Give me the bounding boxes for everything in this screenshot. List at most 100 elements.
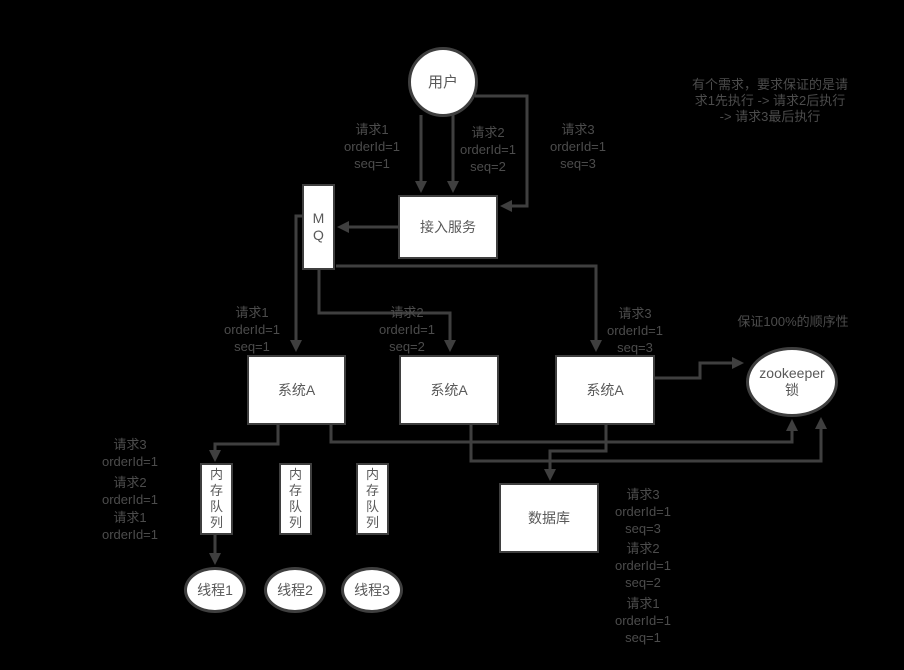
node-thread-2-label: 线程2 (277, 581, 313, 598)
label-line: orderId=1 (101, 492, 158, 507)
node-user-label: 用户 (427, 73, 458, 91)
label-line: seq=3 (625, 521, 661, 536)
node-thread-2: 线程2 (264, 567, 326, 613)
note-line: -> 请求3最后执行 (719, 109, 821, 124)
edge-label-request3-bottom: 请求3 orderId=1 seq=3 (573, 486, 713, 537)
node-zookeeper-label: zookeeper 锁 (759, 365, 824, 399)
node-memory-queue-3: 内存队列 (356, 463, 389, 535)
node-user: 用户 (408, 47, 478, 117)
node-system-a-1: 系统A (247, 355, 346, 425)
arrowhead-down-icon (444, 340, 456, 352)
node-thread-3: 线程3 (341, 567, 403, 613)
label-line: orderId=1 (101, 454, 158, 469)
edge-label-request3-mid: 请求3 orderId=1 seq=3 (565, 305, 705, 356)
zookeeper-label-line1: zookeeper (759, 365, 825, 381)
label-line: seq=3 (617, 340, 653, 355)
edge-systema1-to-zookeeper (329, 425, 794, 444)
node-zookeeper: zookeeper 锁 (746, 347, 838, 417)
label-line: orderId=1 (101, 527, 158, 542)
node-memory-queue-1-label: 内存队列 (209, 467, 223, 530)
arrowhead-down-icon (209, 450, 221, 462)
node-memory-queue-2-label: 内存队列 (288, 467, 302, 530)
node-thread-1-label: 线程1 (197, 581, 233, 598)
edge-label-request1-bottom: 请求1 orderId=1 seq=1 (573, 595, 713, 646)
node-thread-1: 线程1 (184, 567, 246, 613)
arrowhead-down-icon (290, 340, 302, 352)
label-line: 请求2 (626, 541, 660, 556)
label-line: orderId=1 (378, 322, 435, 337)
node-system-a-3: 系统A (555, 355, 655, 425)
arrowhead-down-icon (447, 181, 459, 193)
edge-label-request1-left: 请求1 orderId=1 (60, 509, 200, 543)
node-system-a-1-label: 系统A (277, 381, 316, 398)
edge-label-request3-left: 请求3 orderId=1 (60, 436, 200, 470)
node-system-a-2-label: 系统A (430, 381, 468, 398)
edge-mq-to-systema2 (317, 270, 452, 340)
label-line: 请求2 (471, 125, 505, 140)
node-memory-queue-3-label: 内存队列 (365, 467, 379, 530)
label-line: orderId=1 (606, 323, 663, 338)
note-line: 有个需求，要求保证的是请 (691, 77, 848, 92)
label-line: 请求1 (626, 596, 660, 611)
edge-systema3-to-zookeeper (655, 361, 732, 380)
arrowhead-up-icon (815, 417, 827, 429)
label-line: seq=1 (354, 156, 390, 171)
label-line: seq=1 (625, 630, 661, 645)
label-line: orderId=1 (614, 504, 671, 519)
label-line: orderId=1 (459, 142, 516, 157)
label-line: orderId=1 (614, 613, 671, 628)
label-line: seq=2 (625, 575, 661, 590)
label-line: 请求2 (390, 305, 424, 320)
label-line: 请求1 (235, 305, 269, 320)
node-memory-queue-2: 内存队列 (279, 463, 312, 535)
node-database-label: 数据库 (528, 509, 570, 526)
edge-label-request2-left: 请求2 orderId=1 (60, 474, 200, 508)
note-line: 求1先执行 -> 请求2后执行 (694, 93, 846, 108)
label-line: orderId=1 (223, 322, 280, 337)
arrowhead-right-icon (732, 357, 744, 369)
arrowhead-down-icon (209, 553, 221, 565)
node-memory-queue-1: 内存队列 (200, 463, 233, 535)
node-mq-label: MQ (312, 210, 325, 243)
arrowhead-left-icon (337, 221, 349, 233)
label-line: orderId=1 (549, 139, 606, 154)
label-line: orderId=1 (614, 558, 671, 573)
label-line: 请求3 (618, 306, 652, 321)
label-line: 请求2 (113, 475, 147, 490)
node-system-a-3-label: 系统A (586, 381, 624, 398)
note-line: 保证100%的顺序性 (737, 314, 849, 329)
label-line: 请求3 (626, 487, 660, 502)
arrowhead-down-icon (415, 181, 427, 193)
label-line: 请求3 (113, 437, 147, 452)
requirement-note: 有个需求，要求保证的是请 求1先执行 -> 请求2后执行 -> 请求3最后执行 (650, 77, 890, 125)
edge-label-request1-mid: 请求1 orderId=1 seq=1 (182, 304, 322, 355)
edge-label-request2-top: 请求2 orderId=1 seq=2 (418, 124, 558, 175)
edge-mq-to-systema1 (294, 214, 302, 340)
label-line: seq=3 (560, 156, 596, 171)
arrowhead-up-icon (786, 419, 798, 431)
label-line: 请求1 (355, 122, 389, 137)
edge-user-to-access-3 (475, 94, 529, 208)
edge-label-request3-top: 请求3 orderId=1 seq=3 (508, 121, 648, 172)
order-guarantee-note: 保证100%的顺序性 (693, 314, 893, 330)
arrowhead-left-icon (500, 200, 512, 212)
edge-label-request2-mid: 请求2 orderId=1 seq=2 (337, 304, 477, 355)
edge-mq-to-systema3 (336, 264, 598, 340)
node-database: 数据库 (499, 483, 599, 553)
label-line: seq=2 (389, 339, 425, 354)
label-line: 请求1 (113, 510, 147, 525)
node-access-service-label: 接入服务 (420, 218, 476, 235)
label-line: seq=2 (470, 159, 506, 174)
zookeeper-label-line2: 锁 (784, 382, 799, 398)
label-line: orderId=1 (343, 139, 400, 154)
arrowhead-down-icon (544, 469, 556, 481)
edge-systema1-to-queue1 (213, 425, 280, 450)
label-line: seq=1 (234, 339, 270, 354)
node-system-a-2: 系统A (399, 355, 499, 425)
node-mq: MQ (302, 184, 335, 270)
node-thread-3-label: 线程3 (354, 581, 390, 598)
node-access-service: 接入服务 (398, 195, 498, 259)
label-line: 请求3 (561, 122, 595, 137)
